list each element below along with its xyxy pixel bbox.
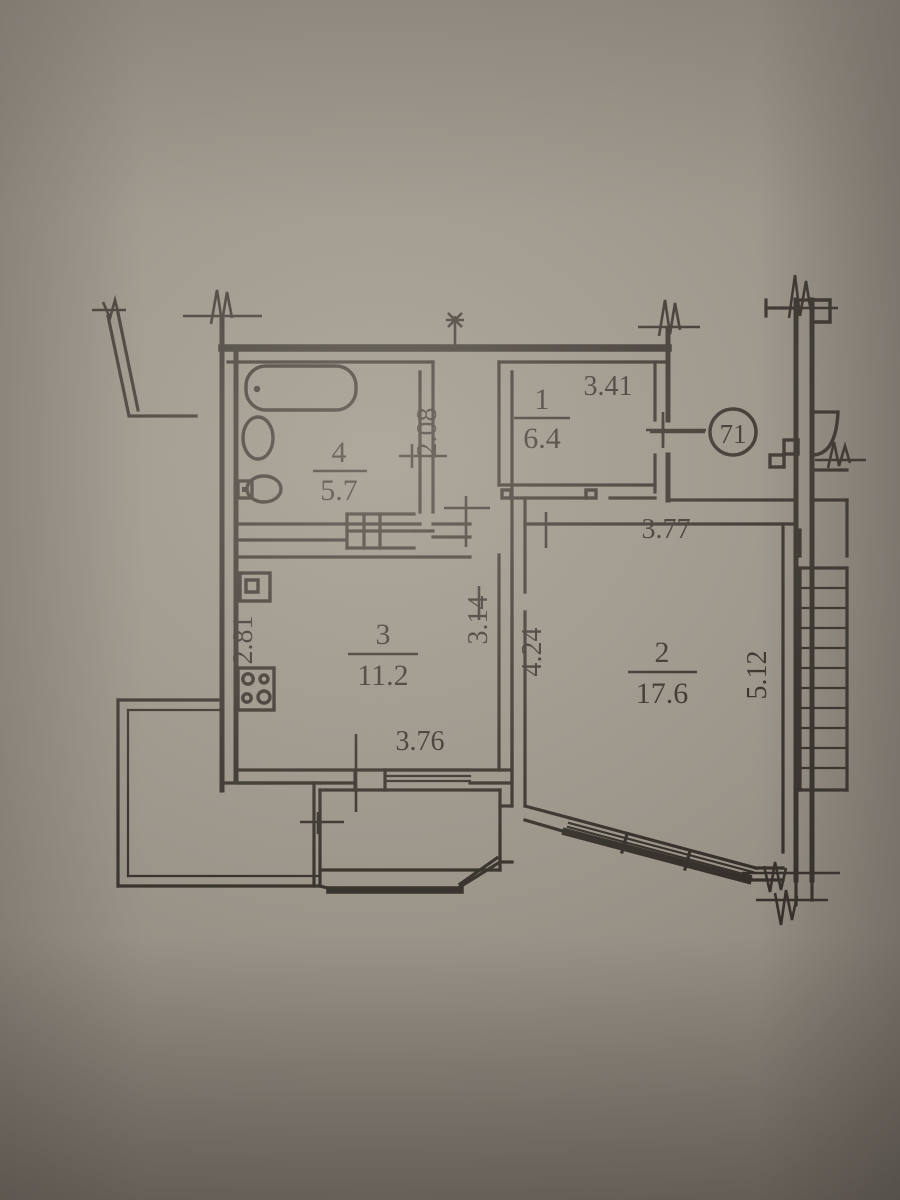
stove-four-burner: [236, 666, 276, 712]
room-4-area: 5.7: [320, 474, 358, 507]
balcony-center: [318, 768, 514, 894]
dimension-3-41: 3.41: [584, 371, 633, 402]
room-1-area: 6.4: [523, 422, 561, 455]
apartment-number: 71: [720, 419, 747, 449]
dimension-3-77: 3.77: [642, 514, 691, 545]
bathtub: [244, 364, 358, 412]
washbasin: [241, 415, 275, 461]
stair-steps: [798, 586, 849, 770]
room-2-label: 2 17.6: [628, 636, 697, 710]
room-1-label: 1 6.4: [514, 383, 570, 455]
room-4-label: 4 5.7: [313, 436, 367, 507]
dimension-3-14: 3.14: [463, 596, 494, 645]
kitchen-sink: [238, 571, 272, 603]
dimension-tick-marks-bottom-right: [742, 861, 840, 926]
exterior-walls: [218, 297, 815, 883]
room-1-number: 1: [535, 383, 550, 416]
room-4-number: 4: [332, 436, 347, 469]
landing-details-right: [764, 298, 866, 469]
doors-and-corridor: [345, 512, 472, 550]
room-3-area: 11.2: [357, 659, 408, 692]
room-3-label: 3 11.2: [348, 618, 418, 692]
dimension-2-08: 2.08: [412, 408, 443, 457]
room-3-number: 3: [376, 618, 391, 651]
dimension-2-81: 2.81: [228, 616, 259, 665]
staircase: [798, 468, 849, 792]
dimension-3-76: 3.76: [396, 726, 445, 757]
room-2-number: 2: [655, 636, 670, 669]
toilet: [236, 474, 283, 504]
balcony-left: [116, 698, 322, 888]
dimension-4-24: 4.24: [517, 628, 548, 677]
room-2-area: 17.6: [636, 677, 689, 710]
dimension-5-12: 5.12: [742, 651, 773, 700]
